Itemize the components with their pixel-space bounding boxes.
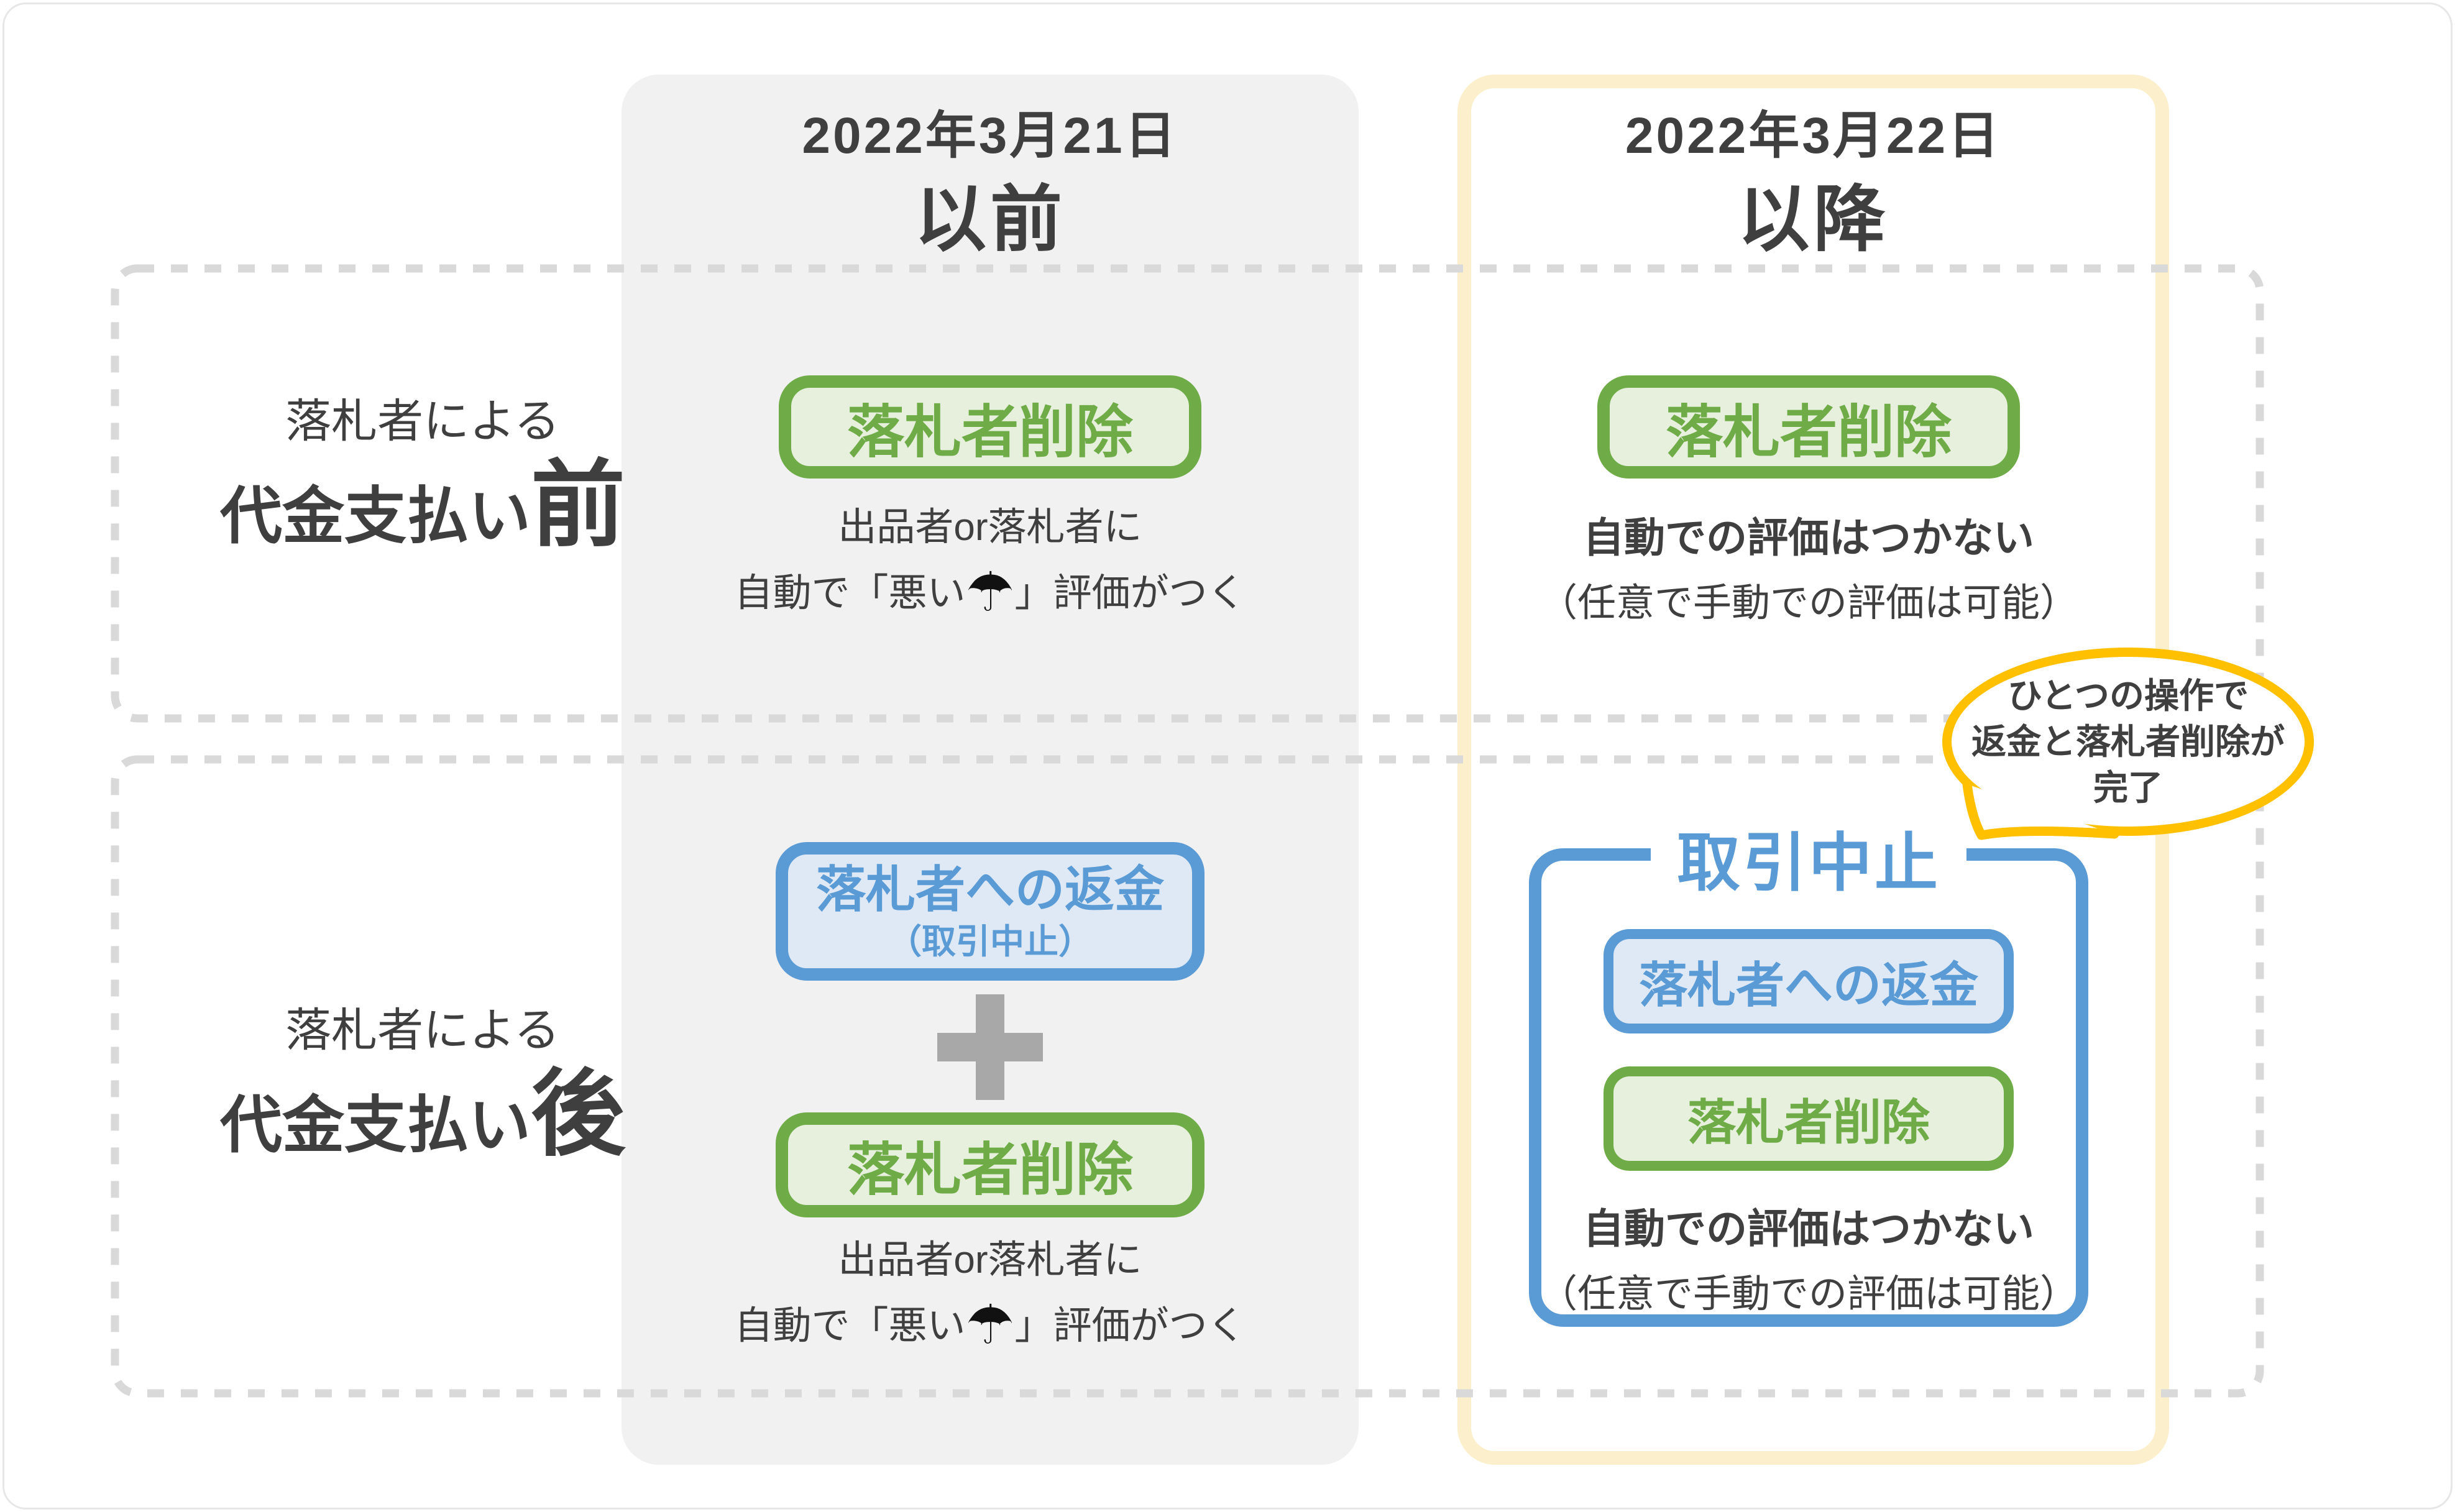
prepay-row-label-actor: 落札者による	[285, 395, 560, 447]
before-prepay-note: 出品者or落札者に 自動で「悪い☂」評価がつく	[648, 495, 1332, 626]
callout-line1: ひとつの操作で	[2007, 676, 2249, 715]
after-column-date: 2022年3月22日	[1625, 108, 2002, 164]
before-column-period: 以前	[914, 179, 1066, 260]
prepay-row-border	[111, 264, 2264, 723]
callout-tail	[1962, 779, 2119, 840]
before-prepay-note-line2: 自動で「悪い☂」評価がつく	[734, 561, 1246, 623]
before-postpay-note: 出品者or落札者に 自動で「悪い☂」評価がつく	[648, 1227, 1332, 1359]
after-postpay-delete-badge: 落札者削除	[1604, 1066, 2014, 1171]
after-column-header: 2022年3月22日 以降	[1457, 99, 2169, 266]
plus-icon	[937, 994, 1043, 1100]
callout-line3: 完了	[2093, 767, 2163, 807]
postpay-row-label: 落札者による 代金支払い後	[149, 999, 696, 1178]
prepay-row-label-event: 代金支払い前	[220, 452, 625, 558]
after-prepay-note-sub: （任意で手動での評価は可能）	[1538, 582, 2078, 625]
before-postpay-note-line1: 出品者or落札者に	[838, 1239, 1142, 1281]
prepay-row-label: 落札者による 代金支払い前	[149, 390, 696, 569]
after-postpay-note-sub: （任意で手動での評価は可能）	[1538, 1273, 2078, 1316]
before-postpay-delete-badge: 落札者削除	[776, 1112, 1205, 1217]
before-postpay-note-line2: 自動で「悪い☂」評価がつく	[734, 1294, 1246, 1355]
after-prepay-note-bold: 自動での評価はつかない	[1583, 515, 2034, 561]
after-prepay-note: 自動での評価はつかない （任意で手動での評価は可能）	[1436, 505, 2182, 636]
prepay-row-label-emphasis: 前	[531, 452, 625, 558]
postpay-row-label-event: 代金支払い後	[220, 1061, 625, 1167]
after-column-period: 以降	[1737, 179, 1889, 260]
postpay-row-border	[111, 755, 2264, 1398]
after-postpay-group-title: 取引中止	[1529, 812, 2088, 904]
after-postpay-note-bold: 自動での評価はつかない	[1583, 1206, 2034, 1252]
before-postpay-refund-box: 落札者への返金 （取引中止）	[776, 842, 1205, 981]
after-prepay-delete-badge: 落札者削除	[1597, 375, 2020, 479]
before-prepay-delete-badge: 落札者削除	[779, 375, 1201, 479]
after-postpay-refund-badge: 落札者への返金	[1604, 929, 2014, 1033]
postpay-row-label-actor: 落札者による	[285, 1004, 560, 1056]
before-prepay-note-line1: 出品者or落札者に	[838, 506, 1142, 549]
postpay-row-label-emphasis: 後	[531, 1061, 625, 1167]
before-column-header: 2022年3月21日 以前	[622, 99, 1359, 266]
after-postpay-note: 自動での評価はつかない （任意で手動での評価は可能）	[1436, 1196, 2182, 1327]
callout-line2: 返金と落札者削除が	[1971, 722, 2285, 761]
before-postpay-refund-sub: （取引中止）	[887, 922, 1093, 961]
before-column-date: 2022年3月21日	[802, 108, 1178, 164]
before-postpay-refund-title: 落札者への返金	[816, 861, 1164, 917]
after-column-panel	[1457, 75, 2169, 1465]
before-column-panel	[622, 75, 1359, 1465]
